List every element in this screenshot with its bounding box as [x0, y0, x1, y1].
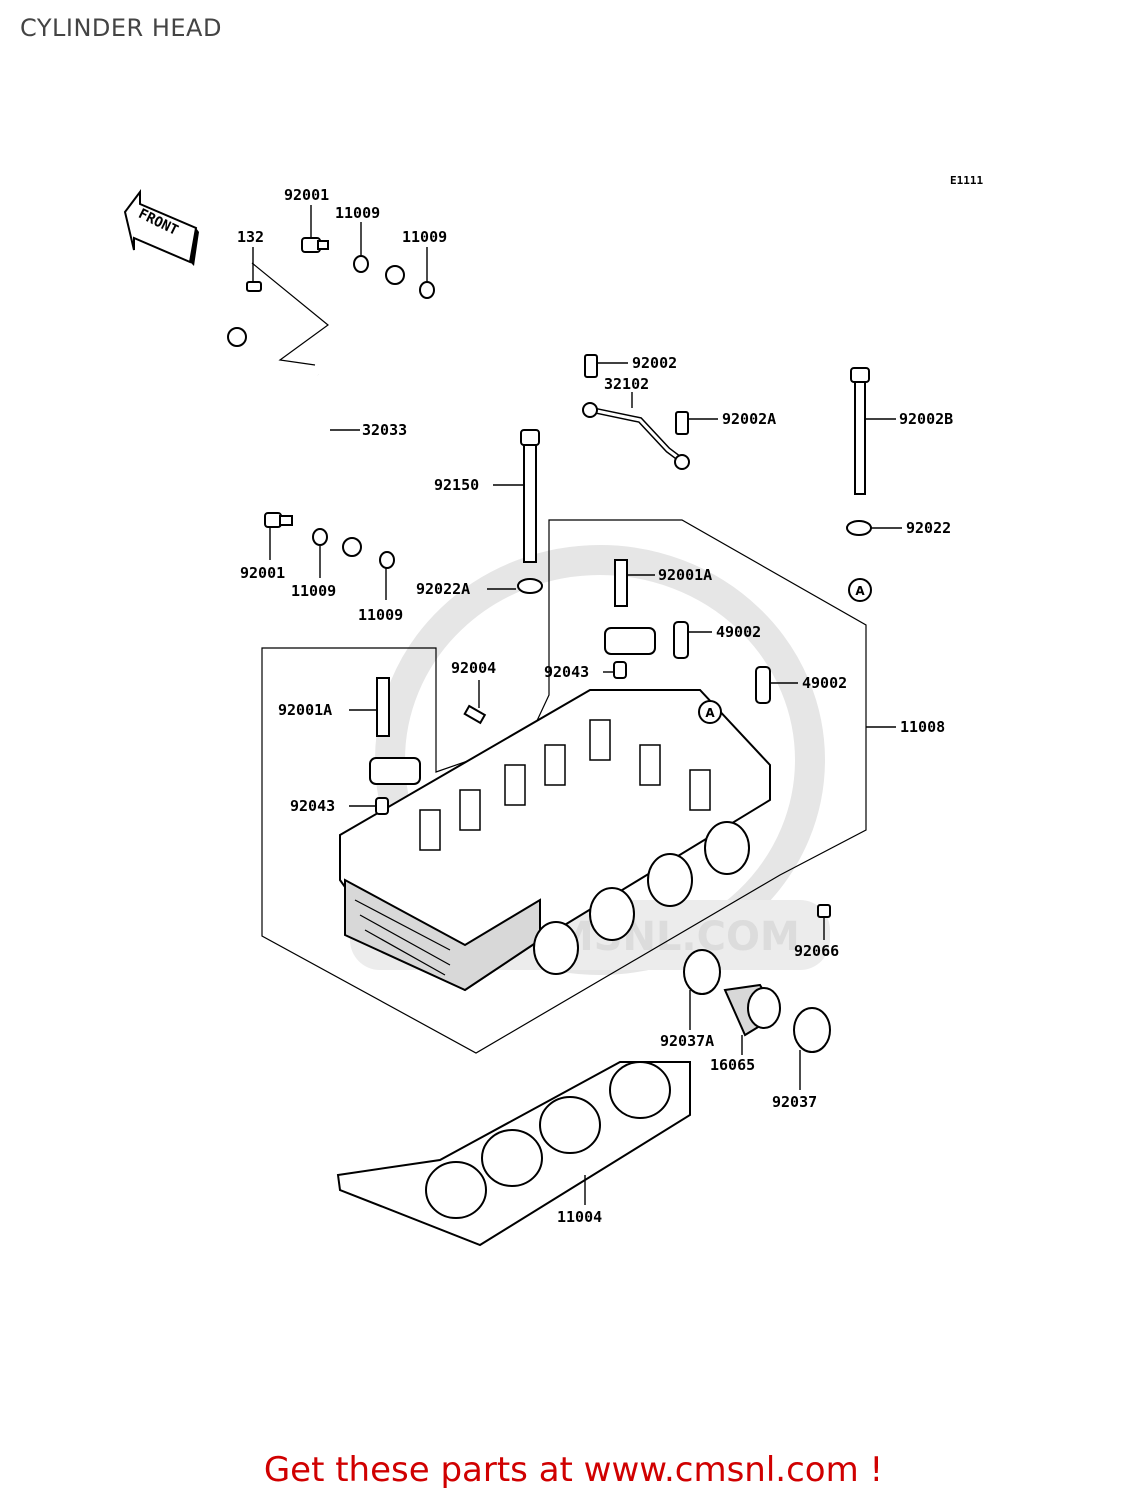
head-gasket-11004 — [336, 1061, 691, 1247]
bolt-132 — [246, 281, 262, 292]
callout-11009-b: 11009 — [402, 228, 447, 246]
callout-11008: 11008 — [900, 718, 945, 736]
callout-92001a-left: 92001A — [278, 701, 332, 719]
callout-labels: 92001 11009 11009 132 32033 92001 11009 … — [237, 186, 953, 1226]
callout-49002-b: 49002 — [802, 674, 847, 692]
callout-11009-c: 11009 — [291, 582, 336, 600]
callout-11009-a: 11009 — [335, 204, 380, 222]
callout-49002-a: 49002 — [716, 623, 761, 641]
exploded-parts-diagram: WWW.CMSNL.COM E1111 FRONT — [123, 174, 983, 1247]
promo-link[interactable]: Get these parts at www.cmsnl.com ! — [263, 1450, 884, 1490]
plug-92066 — [817, 904, 831, 918]
oil-pipe-32033 — [227, 262, 405, 557]
svg-text:A: A — [855, 584, 865, 598]
clamp-92037a — [683, 949, 721, 995]
callout-11004: 11004 — [557, 1208, 602, 1226]
washer-11009-c — [312, 528, 328, 546]
callout-11009-d: 11009 — [358, 606, 403, 624]
stud-92150 — [517, 429, 543, 594]
leader-lines — [252, 205, 902, 1205]
callout-132: 132 — [237, 228, 264, 246]
callout-92037a: 92037A — [660, 1032, 714, 1050]
callout-32033: 32033 — [362, 421, 407, 439]
plug-49002-a — [673, 621, 689, 659]
callout-92001a-right: 92001A — [658, 566, 712, 584]
bolt-92001a-right — [614, 559, 628, 607]
banjo-bolt-92001-top — [301, 237, 329, 253]
callout-92004: 92004 — [451, 659, 496, 677]
washer-11009-d — [379, 551, 395, 569]
washer-11009-b — [419, 281, 435, 299]
callout-92022: 92022 — [906, 519, 951, 537]
dowel-92043-b — [375, 797, 389, 815]
washer-11009-a — [353, 255, 369, 273]
callout-92043-a: 92043 — [544, 663, 589, 681]
callout-92150: 92150 — [434, 476, 479, 494]
callout-92001-top: 92001 — [284, 186, 329, 204]
stud-92004 — [463, 704, 487, 725]
long-bolt-92002b: A — [846, 367, 872, 602]
callout-92002b: 92002B — [899, 410, 953, 428]
callout-92001-bottom: 92001 — [240, 564, 285, 582]
callout-32102: 32102 — [604, 375, 649, 393]
svg-text:A: A — [705, 706, 715, 720]
page-title: CYLINDER HEAD — [20, 14, 222, 42]
callout-16065: 16065 — [710, 1056, 755, 1074]
banjo-bolt-92001-bottom — [264, 512, 293, 528]
bolt-92001a-left — [376, 677, 390, 737]
dowel-92043-a — [613, 661, 627, 679]
plug-49002-b — [755, 666, 771, 704]
callout-92002a: 92002A — [722, 410, 776, 428]
diagram-code: E1111 — [950, 174, 983, 187]
callout-92043-b: 92043 — [290, 797, 335, 815]
clamp-92037 — [793, 1007, 831, 1053]
oil-pipe-32102 — [582, 354, 690, 470]
callout-92037: 92037 — [772, 1093, 817, 1111]
callout-92022a: 92022A — [416, 580, 470, 598]
callout-92002: 92002 — [632, 354, 677, 372]
holder-16065 — [723, 983, 781, 1037]
callout-92066: 92066 — [794, 942, 839, 960]
cylinder-head-11008: A — [339, 627, 771, 992]
front-arrow-icon: FRONT — [123, 189, 199, 266]
